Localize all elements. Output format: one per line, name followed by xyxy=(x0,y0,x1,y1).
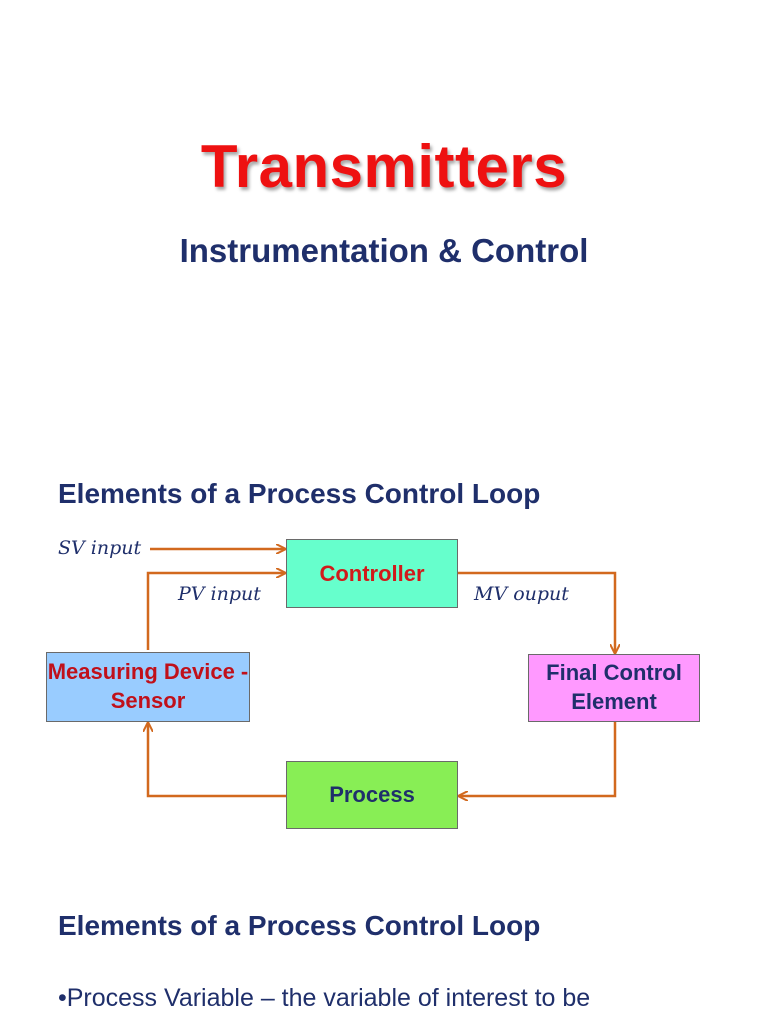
sv-input-label: SV input xyxy=(58,537,142,559)
section-heading: Elements of a Process Control Loop xyxy=(58,910,541,941)
measuring-device-box: Measuring Device - Sensor xyxy=(46,652,250,722)
controller-box: Controller xyxy=(286,539,458,608)
final-control-element-box: Final Control Element xyxy=(528,654,700,722)
mv-output-label: MV ouput xyxy=(474,583,569,605)
bullet-item: •Process Variable – the variable of inte… xyxy=(58,984,591,1012)
slide-subtitle: Instrumentation & Control xyxy=(179,232,589,269)
process-to-sensor-arrow xyxy=(148,724,286,798)
process-box: Process xyxy=(286,761,458,829)
section-heading: Elements of a Process Control Loop xyxy=(58,478,541,509)
final-to-process-arrow xyxy=(460,722,617,796)
slide-title: Transmitters xyxy=(200,133,568,200)
pv-input-label: PV input xyxy=(178,583,261,605)
